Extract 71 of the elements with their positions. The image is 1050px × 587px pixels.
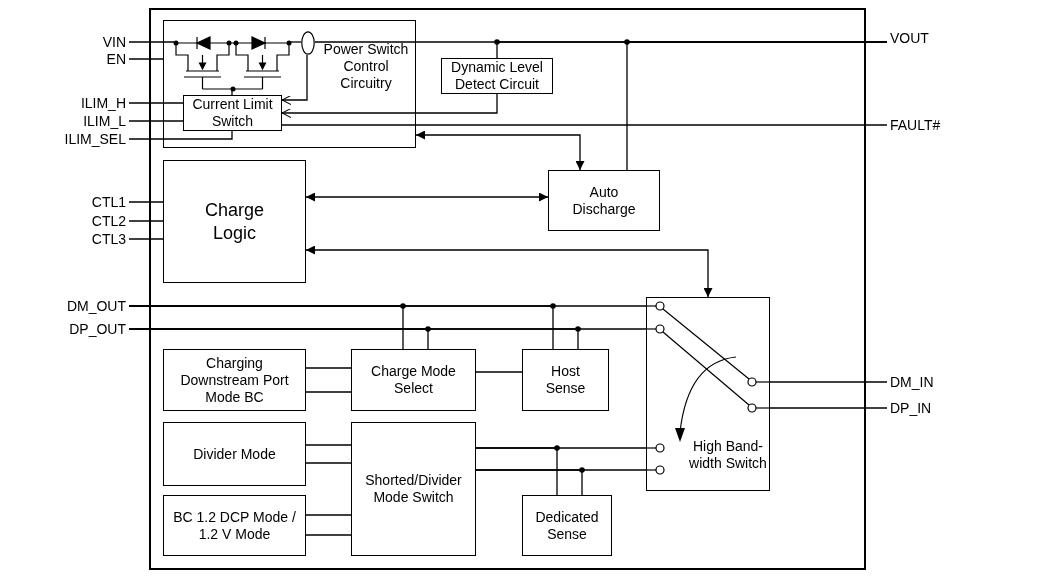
block-box <box>351 422 476 556</box>
pin-label: ILIM_SEL <box>64 131 126 147</box>
block-box <box>163 349 306 411</box>
connector-line <box>128 41 175 43</box>
block-label: Dedicated Sense <box>534 508 600 543</box>
connector-line <box>769 407 888 409</box>
pin-label: DM_IN <box>890 374 934 390</box>
pin-label: DP_OUT <box>69 321 126 337</box>
connector-line <box>305 534 352 536</box>
connector-line <box>290 41 302 43</box>
connector-line <box>128 238 164 240</box>
pin-label: EN <box>106 51 126 67</box>
connector-line <box>128 328 647 330</box>
connector-line <box>475 371 523 373</box>
arrow <box>305 192 549 202</box>
connector-line <box>305 367 352 369</box>
arrow <box>305 245 713 298</box>
block-box <box>163 422 306 486</box>
block-box <box>163 495 306 556</box>
current-sense-symbol <box>301 31 315 55</box>
pin-label: ILIM_L <box>83 113 126 129</box>
pin-label: CTL1 <box>91 194 126 210</box>
block-label: Divider Mode <box>193 445 276 463</box>
connector-line <box>128 201 164 203</box>
connector-line <box>128 102 184 104</box>
block-label: BC 1.2 DCP Mode / 1.2 V Mode <box>172 508 297 543</box>
pin-label: DP_IN <box>890 400 932 416</box>
block-box <box>522 495 612 556</box>
connector-line <box>626 41 888 171</box>
block-label: Current Limit Switch <box>191 96 274 130</box>
block-label: Charge Logic <box>203 198 265 245</box>
arrow <box>281 54 308 106</box>
connector-line <box>769 381 888 383</box>
block-box <box>548 170 660 231</box>
connector-line <box>128 305 647 307</box>
pin-label: ILIM_H <box>80 95 126 111</box>
block-box <box>351 349 476 411</box>
block-box <box>183 95 282 131</box>
connector-line <box>231 90 233 96</box>
block-label: Charging Downstream Port Mode BC <box>179 354 290 406</box>
block-label: High Band-width Switch <box>688 438 768 472</box>
block-label: Power Switch Control Circuitry <box>322 41 410 92</box>
block-label: Shorted/Divider Mode Switch <box>364 472 463 506</box>
block-box <box>163 160 306 283</box>
arrow <box>415 130 585 171</box>
connector-line <box>281 124 888 126</box>
pin-label: FAULT# <box>890 117 941 133</box>
connector-line <box>128 130 233 140</box>
pin-label: VIN <box>102 34 126 50</box>
connector-line <box>128 58 164 60</box>
block-label: Dynamic Level Detect Circuit <box>450 59 544 93</box>
connector-line <box>475 469 583 496</box>
pin-label: CTL2 <box>91 213 126 229</box>
connector-line <box>128 220 164 222</box>
connector-line <box>128 120 184 122</box>
block-label: Auto Discharge <box>571 183 637 218</box>
connector-line <box>305 391 352 393</box>
block-label: Charge Mode Select <box>370 363 457 397</box>
block-label: Host Sense <box>544 363 587 397</box>
connector-line <box>475 447 558 496</box>
connector-line <box>305 514 352 516</box>
pin-label: VOUT <box>890 30 929 46</box>
pin-label: CTL3 <box>91 231 126 247</box>
connector-line <box>305 462 352 464</box>
connector-line <box>305 444 352 446</box>
arrow <box>281 93 498 119</box>
block-box <box>441 58 553 94</box>
block-box <box>163 20 416 148</box>
block-box <box>522 349 609 411</box>
pin-label: DM_OUT <box>66 298 126 314</box>
transistor-pair-drawing <box>174 34 291 91</box>
